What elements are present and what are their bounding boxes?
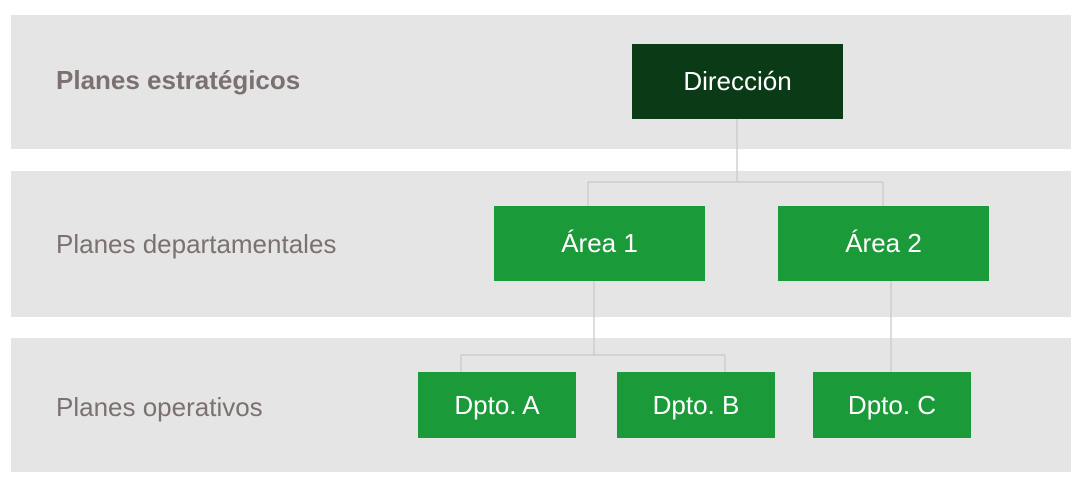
level-label-strategic: Planes estratégicos <box>56 65 301 95</box>
node-area-1: Área 1 <box>494 206 705 281</box>
node-dpto-c: Dpto. C <box>813 372 971 438</box>
node-dpto-b: Dpto. B <box>617 372 775 438</box>
level-label-departmental: Planes departamentales <box>56 229 337 259</box>
node-direccion: Dirección <box>632 44 843 119</box>
level-label-operational: Planes operativos <box>56 392 263 422</box>
node-dpto-a: Dpto. A <box>418 372 576 438</box>
level-band-strategic: Planes estratégicos <box>11 15 1071 149</box>
node-area-2: Área 2 <box>778 206 989 281</box>
